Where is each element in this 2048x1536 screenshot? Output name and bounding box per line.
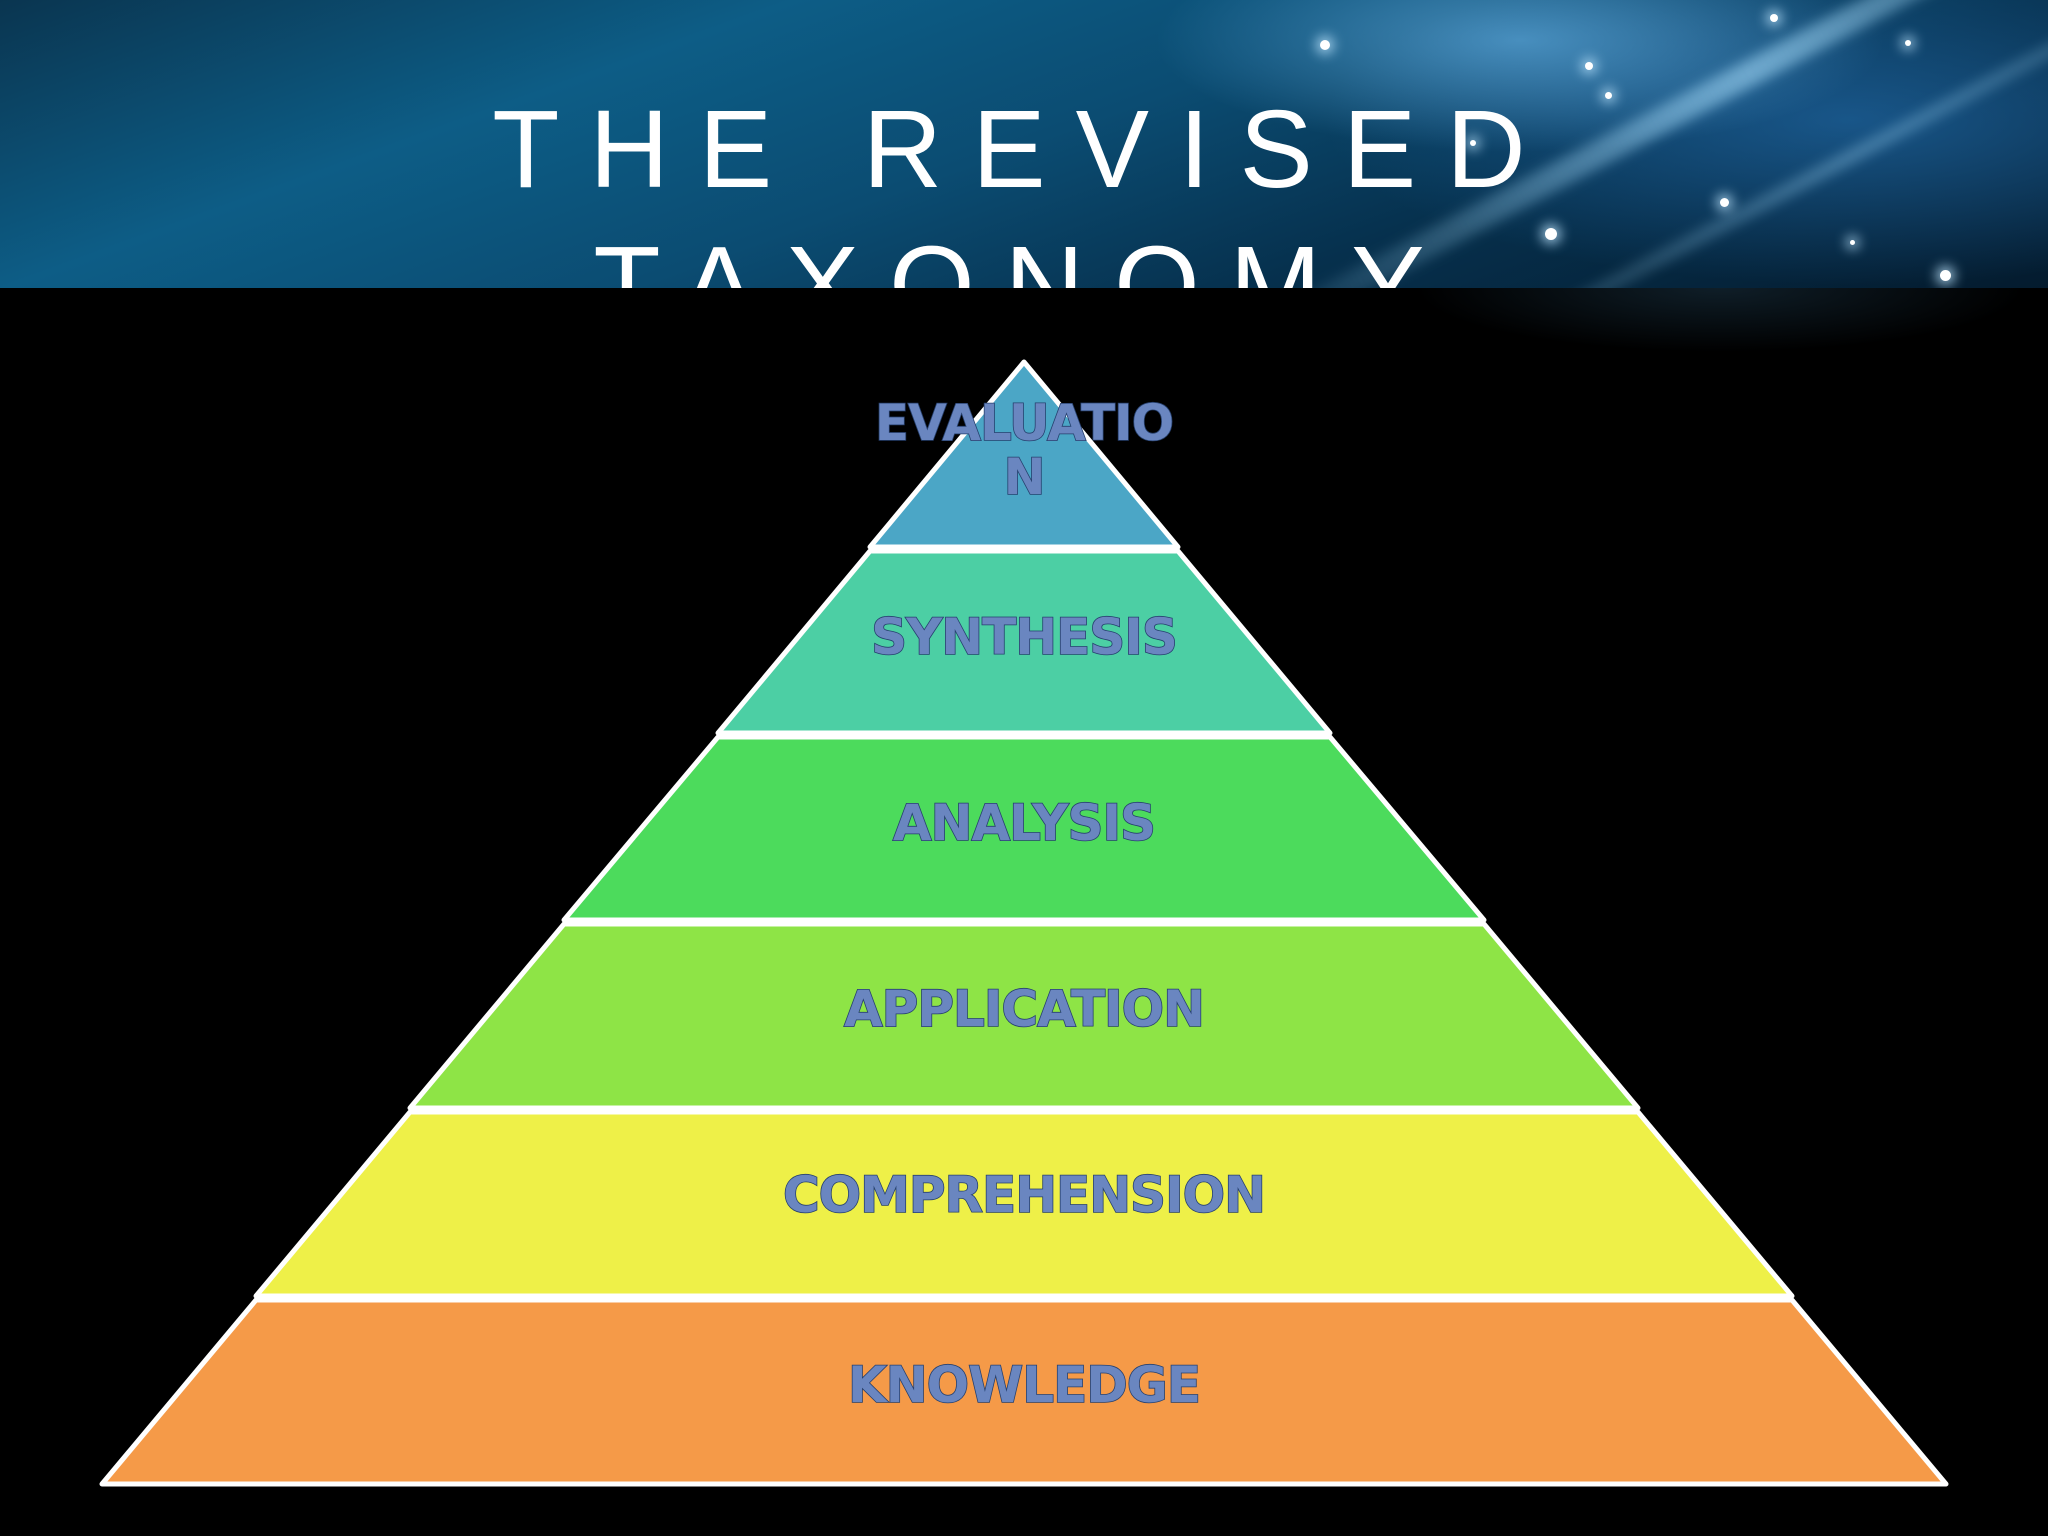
label-application: APPLICATION (844, 980, 1204, 1038)
star-sparkle (1905, 40, 1911, 46)
label-comprehension: COMPREHENSION (783, 1166, 1265, 1224)
pyramid-level-evaluation (867, 359, 1181, 550)
star-sparkle (1850, 240, 1855, 245)
label-knowledge: KNOWLEDGE (848, 1356, 1200, 1414)
star-sparkle (1605, 92, 1612, 99)
background-glow (1300, 288, 2048, 428)
title-line-2: TAXONOMY (593, 223, 1455, 288)
label-evaluation-line-1: EVALUATIO (875, 394, 1173, 452)
pyramid-level-application (407, 921, 1641, 1111)
star-sparkle (1585, 62, 1593, 70)
star-sparkle (1720, 198, 1729, 207)
star-sparkle (1470, 140, 1476, 146)
star-sparkle (1770, 14, 1778, 22)
label-synthesis: SYNTHESIS (871, 608, 1177, 666)
pyramid-level-analysis (561, 734, 1487, 923)
header-banner: THE REVISED TAXONOMY (0, 0, 2048, 288)
title-line-1: THE REVISED (492, 87, 1556, 211)
pyramid-level-knowledge (99, 1297, 1949, 1487)
label-analysis: ANALYSIS (893, 794, 1155, 852)
label-evaluation-line-2: N (1004, 448, 1045, 506)
slide-title: THE REVISED TAXONOMY (0, 82, 2048, 288)
star-sparkle (1320, 40, 1330, 50)
star-sparkle (1940, 270, 1951, 281)
pyramid-level-comprehension (253, 1109, 1795, 1299)
pyramid-level-synthesis (715, 548, 1333, 736)
star-sparkle (1545, 228, 1557, 240)
